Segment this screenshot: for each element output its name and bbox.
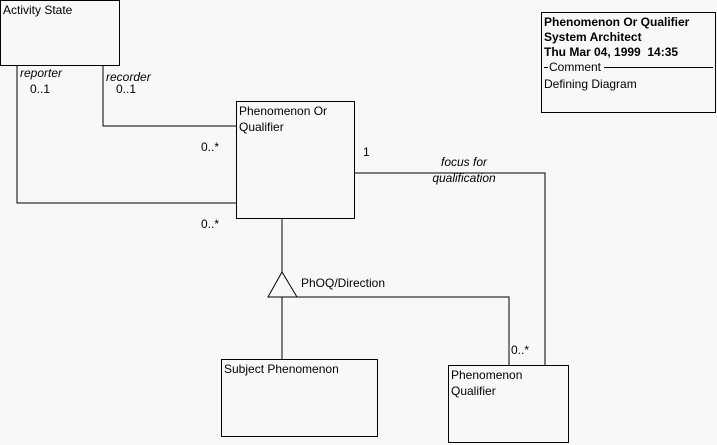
- note-comment-text: Defining Diagram: [544, 77, 637, 91]
- recorder-role-label: recorder: [106, 70, 151, 84]
- reporter-association-line[interactable]: [16, 65, 236, 204]
- generalization-triangle-icon: [267, 271, 298, 298]
- diagram-info-note[interactable]: Phenomenon Or Qualifier System Architect…: [541, 12, 716, 113]
- class-name: Subject Phenomenon: [224, 362, 339, 376]
- recorder-association-line[interactable]: [102, 65, 236, 127]
- note-title: Phenomenon Or Qualifier: [544, 15, 690, 29]
- recorder-target-multiplicity: 0..*: [201, 140, 220, 154]
- class-name-line2: Qualifier: [239, 120, 284, 134]
- divider: [604, 67, 713, 68]
- class-subject-phenomenon[interactable]: Subject Phenomenon: [221, 359, 378, 437]
- note-comment-header: Comment: [544, 60, 713, 75]
- reporter-source-multiplicity: 0..1: [30, 82, 51, 96]
- class-name-line1: Phenomenon: [451, 368, 523, 382]
- generalization-label: PhOQ/Direction: [301, 276, 386, 290]
- focus-role-label-line1: focus for: [440, 155, 488, 169]
- class-name: Activity State: [3, 3, 73, 17]
- class-activity-state[interactable]: Activity State: [0, 0, 120, 66]
- class-name-line2: Qualifier: [451, 384, 496, 398]
- recorder-source-multiplicity: 0..1: [116, 82, 137, 96]
- class-name-line1: Phenomenon Or: [239, 104, 328, 118]
- reporter-role-label: reporter: [20, 66, 63, 80]
- focus-target-multiplicity: 0..*: [511, 343, 530, 357]
- focus-source-multiplicity: 1: [363, 145, 370, 159]
- note-author: System Architect: [544, 30, 642, 44]
- note-comment-label: Comment: [549, 60, 602, 74]
- class-phenomenon-qualifier[interactable]: Phenomenon Qualifier: [448, 365, 569, 443]
- generalization-line-qualifier[interactable]: [282, 296, 510, 366]
- divider: [544, 67, 548, 68]
- class-phenomenon-or-qualifier[interactable]: Phenomenon Or Qualifier: [236, 101, 355, 219]
- focus-role-label-line2: qualification: [432, 171, 496, 185]
- note-date: Thu Mar 04, 1999 14:35: [544, 45, 679, 59]
- reporter-target-multiplicity: 0..*: [201, 217, 220, 231]
- focus-association-line[interactable]: [355, 172, 546, 366]
